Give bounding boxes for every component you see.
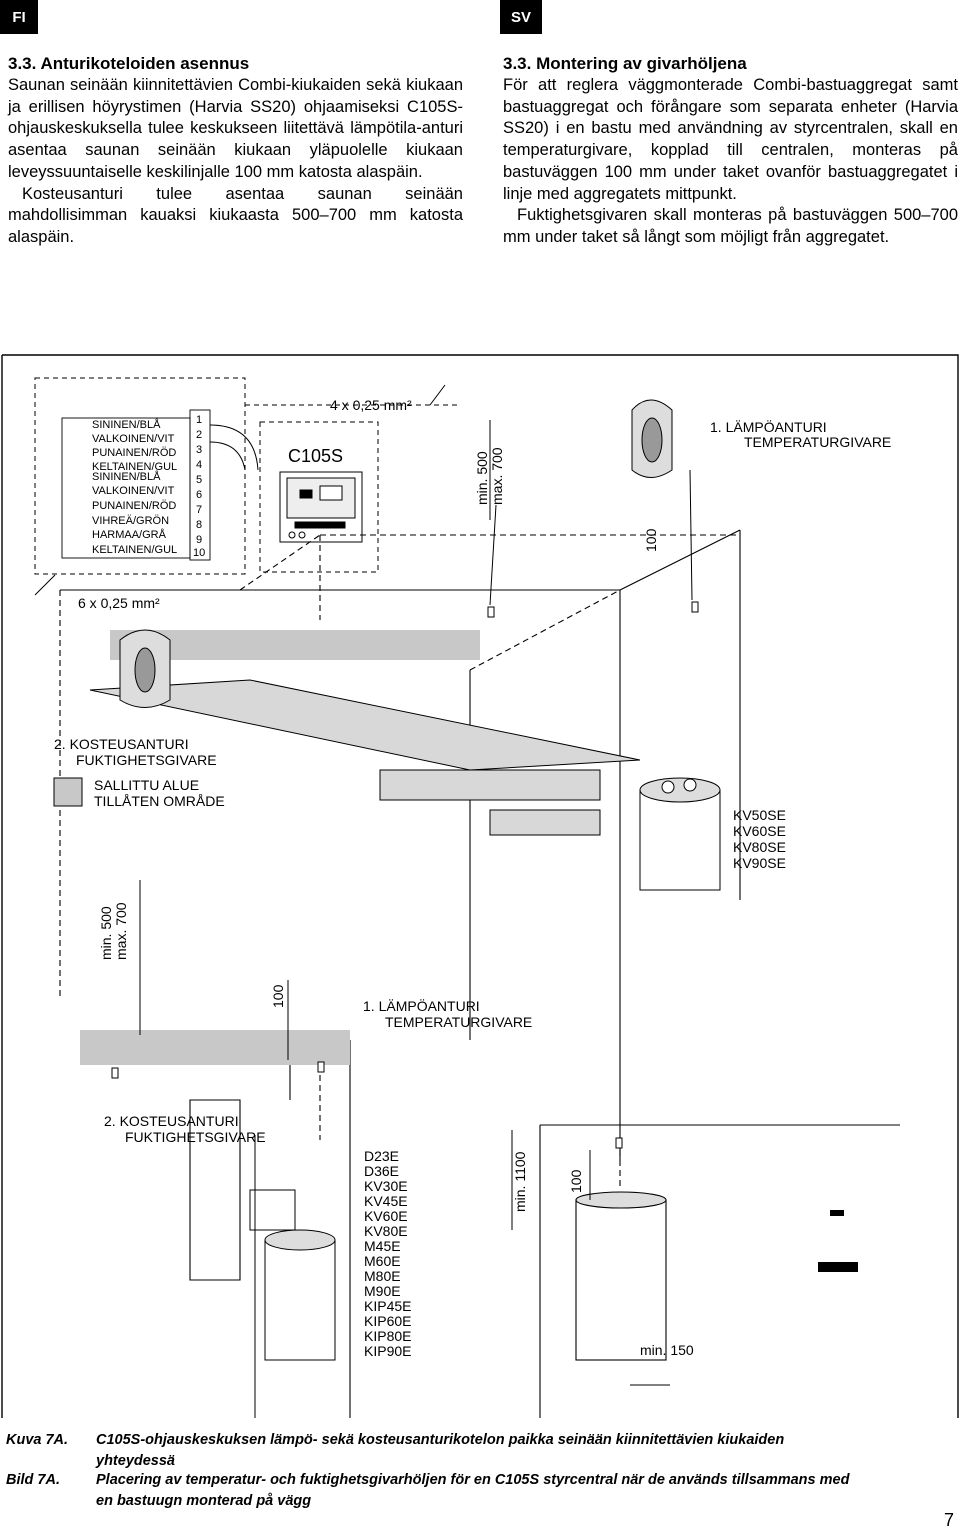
humidity-sensor-picture — [119, 629, 171, 708]
figure-caption-sv: Bild 7A. Placering av temperatur- och fu… — [6, 1470, 906, 1512]
dim-100-side: 100 — [568, 1169, 584, 1193]
caption-label-sv: Bild 7A. — [6, 1472, 60, 1488]
fi-paragraph-2: Kosteusanturi tulee asentaa saunan seinä… — [8, 184, 463, 246]
model-bottom-8: M60E — [364, 1253, 401, 1269]
wire-label-2: VALKOINEN/VIT — [92, 433, 175, 445]
terminal-number-2: 2 — [196, 429, 202, 441]
allowed-band-lower — [80, 1030, 350, 1065]
page-number: 7 — [943, 1510, 954, 1530]
wire-label-5: SININEN/BLÅ — [92, 470, 161, 483]
cable-4-label: 4 x 0,25 mm² — [330, 397, 412, 413]
language-tab-sv: SV — [500, 0, 542, 34]
terminal-block — [61, 409, 211, 561]
dim-min500-upper: min. 500 — [474, 451, 490, 505]
model-bottom-6: KV80E — [364, 1223, 408, 1239]
wire-label-7: PUNAINEN/RÖD — [92, 500, 176, 512]
allowed-area-label-fi: SALLITTU ALUE — [94, 777, 199, 793]
side-view-detail — [539, 1124, 900, 1418]
fi-paragraph-1: Saunan seinään kiinnitettävien Combi-kiu… — [8, 76, 463, 181]
c105s-label: C105S — [288, 446, 343, 466]
wire-label-4: KELTAINEN/GUL — [92, 461, 177, 473]
hum-sensor-label-sv-lower: FUKTIGHETSGIVARE — [125, 1129, 266, 1145]
terminal-number-8: 8 — [196, 519, 202, 531]
terminal-number-4: 4 — [196, 459, 202, 471]
dim-max700-upper: max. 700 — [489, 447, 505, 505]
terminal-number-1: 1 — [196, 414, 202, 426]
model-bottom-11: KIP45E — [364, 1298, 411, 1314]
dim-min500-lower: min. 500 — [98, 906, 114, 960]
terminal-number-3: 3 — [196, 444, 202, 456]
sv-paragraph-2: Fuktighetsgivaren skall monteras på bast… — [503, 206, 958, 246]
model-bottom-14: KIP90E — [364, 1343, 411, 1359]
model-top-2: KV60SE — [733, 823, 786, 839]
terminal-number-5: 5 — [196, 474, 202, 486]
fi-section-title: 3.3. Anturikoteloiden asennus — [8, 54, 250, 73]
model-top-3: KV80SE — [733, 839, 786, 855]
model-top-4: KV90SE — [733, 855, 786, 871]
c105s-device — [279, 471, 363, 543]
heater-upper — [639, 777, 721, 891]
model-top-1: KV50SE — [733, 807, 786, 823]
sv-section-title: 3.3. Montering av givarhöljena — [503, 54, 747, 73]
wire-label-6: VALKOINEN/VIT — [92, 485, 175, 497]
heater-lower — [249, 1189, 336, 1361]
caption-label-fi: Kuva 7A. — [6, 1432, 69, 1448]
figure-frame — [2, 354, 959, 1418]
c105s-box — [259, 421, 379, 573]
temp-sensor-label-sv-lower: TEMPERATURGIVARE — [385, 1014, 532, 1030]
installation-diagram: SININEN/BLÅ VALKOINEN/VIT PUNAINEN/RÖD K… — [1, 354, 959, 1418]
wire-label-10: KELTAINEN/GUL — [92, 544, 177, 556]
hum-sensor-label-fi-lower: 2. KOSTEUSANTURI — [104, 1113, 239, 1129]
hum-sensor-label-sv: FUKTIGHETSGIVARE — [76, 752, 217, 768]
allowed-band-upper — [110, 630, 480, 660]
temperature-sensor-picture — [631, 399, 673, 478]
model-bottom-3: KV30E — [364, 1178, 408, 1194]
terminal-number-7: 7 — [196, 504, 202, 516]
finnish-column: 3.3. Anturikoteloiden asennus Saunan sei… — [8, 53, 463, 249]
dim-min150: min. 150 — [640, 1342, 694, 1358]
terminal-number-6: 6 — [196, 489, 202, 501]
caption-text-sv: Placering av temperatur- och fuktighetsg… — [96, 1472, 850, 1509]
terminal-number-9: 9 — [196, 534, 202, 546]
wire-label-8: VIHREÄ/GRÖN — [92, 515, 169, 527]
dim-100-upper: 100 — [643, 528, 659, 552]
sv-paragraph-1: För att reglera väggmonterade Combi-bast… — [503, 76, 958, 203]
language-tab-fi: FI — [0, 0, 38, 34]
model-bottom-9: M80E — [364, 1268, 401, 1284]
model-bottom-1: D23E — [364, 1148, 399, 1164]
dim-min1100: min. 1100 — [512, 1151, 528, 1212]
model-bottom-5: KV60E — [364, 1208, 408, 1224]
model-bottom-13: KIP80E — [364, 1328, 411, 1344]
dim-100-lower: 100 — [270, 984, 286, 1008]
model-bottom-7: M45E — [364, 1238, 401, 1254]
temp-sensor-label-fi-lower: 1. LÄMPÖANTURI — [363, 997, 480, 1014]
sauna-bench — [89, 679, 641, 836]
lower-sauna-room — [80, 1040, 351, 1418]
wire-label-3: PUNAINEN/RÖD — [92, 447, 176, 459]
temp-sensor-label-sv: TEMPERATURGIVARE — [744, 434, 891, 450]
wire-label-9: HARMAA/GRÅ — [92, 528, 167, 541]
allowed-area-swatch — [53, 777, 83, 807]
caption-text-fi: C105S-ohjauskeskuksen lämpö- sekä kosteu… — [96, 1432, 785, 1469]
upper-sauna-room — [59, 529, 741, 1160]
hum-sensor-label-fi: 2. KOSTEUSANTURI — [54, 736, 189, 752]
dim-max700-lower: max. 700 — [113, 902, 129, 960]
terminal-box — [34, 377, 246, 575]
terminal-number-10: 10 — [193, 547, 205, 559]
swedish-column: 3.3. Montering av givarhöljena För att r… — [503, 53, 958, 249]
model-bottom-10: M90E — [364, 1283, 401, 1299]
allowed-area-label-sv: TILLÅTEN OMRÅDE — [94, 793, 225, 809]
model-bottom-2: D36E — [364, 1163, 399, 1179]
cable-6-label: 6 x 0,25 mm² — [78, 595, 160, 611]
model-bottom-12: KIP60E — [364, 1313, 411, 1329]
wire-label-1: SININEN/BLÅ — [92, 418, 161, 431]
language-tab-fi-label: FI — [12, 8, 26, 26]
language-tab-sv-label: SV — [510, 8, 531, 26]
figure-caption-fi: Kuva 7A. C105S-ohjauskeskuksen lämpö- se… — [6, 1430, 906, 1472]
model-bottom-4: KV45E — [364, 1193, 408, 1209]
temp-sensor-label-fi: 1. LÄMPÖANTURI — [710, 418, 827, 435]
